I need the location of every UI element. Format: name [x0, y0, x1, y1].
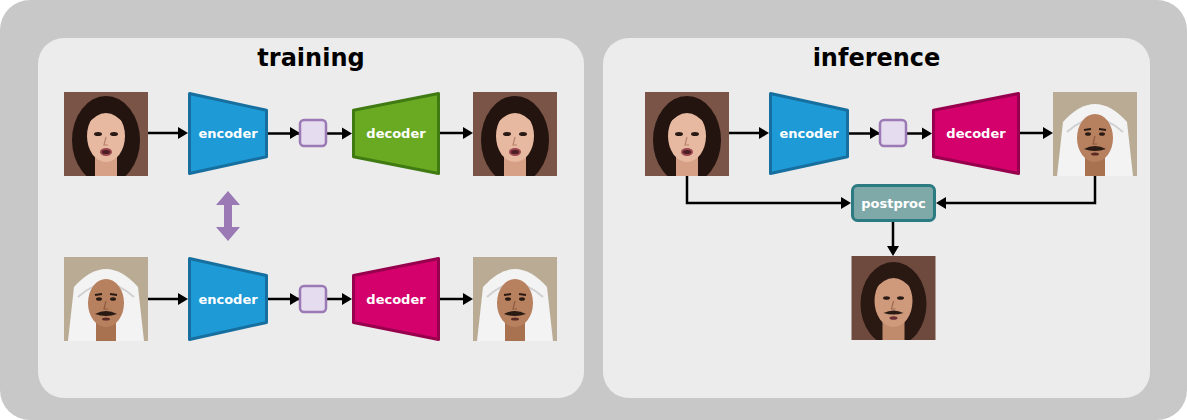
node-shape	[354, 259, 439, 340]
node-shape	[38, 38, 584, 398]
node-shape	[934, 94, 1019, 174]
block-label: encoder	[198, 126, 257, 141]
decoder-block: decoder	[352, 92, 440, 175]
node-shape	[603, 38, 1150, 398]
node-shape	[190, 94, 267, 174]
block-label: decoder	[366, 292, 425, 307]
postproc-box: postproc	[851, 184, 936, 222]
decoder-block: decoder	[352, 257, 440, 341]
arrow-heads	[178, 127, 1053, 305]
arrow-head	[216, 227, 240, 241]
decoder-block: decoder	[932, 92, 1020, 175]
face-image	[473, 257, 557, 341]
arrow-head	[342, 293, 352, 305]
block-label: postproc	[861, 196, 926, 211]
encoder-block: encoder	[188, 257, 268, 341]
node-shape	[354, 94, 439, 174]
face-image	[64, 92, 148, 184]
node-outline	[603, 38, 1150, 398]
face-image	[645, 92, 729, 184]
encoder-block: encoder	[188, 92, 268, 175]
arrow-head	[922, 128, 932, 140]
face-image	[1053, 92, 1137, 176]
block-label: decoder	[366, 126, 425, 141]
latent-code	[300, 120, 906, 312]
arrow-head	[342, 128, 352, 140]
shared-weights-arrow	[216, 191, 240, 241]
node-outline	[38, 38, 584, 398]
panel-heading: inference	[813, 38, 941, 72]
face-image	[852, 256, 936, 346]
node-shape	[771, 94, 848, 174]
face-image	[473, 92, 557, 184]
block-label: encoder	[198, 292, 257, 307]
arrow-head	[216, 191, 240, 205]
inference-panel: inference encoder decoder postproc	[603, 38, 1150, 398]
training-panel: training encoder decoder encoder decoder	[38, 38, 584, 398]
encoder-block: encoder	[769, 92, 849, 175]
node-shape	[190, 259, 267, 340]
node-shape	[853, 186, 935, 221]
panel-heading: training	[257, 38, 364, 72]
face-image	[64, 257, 148, 341]
connector-line	[224, 202, 232, 230]
block-label: decoder	[946, 126, 1005, 141]
block-label: encoder	[779, 126, 838, 141]
flow-arrows	[148, 133, 1095, 299]
